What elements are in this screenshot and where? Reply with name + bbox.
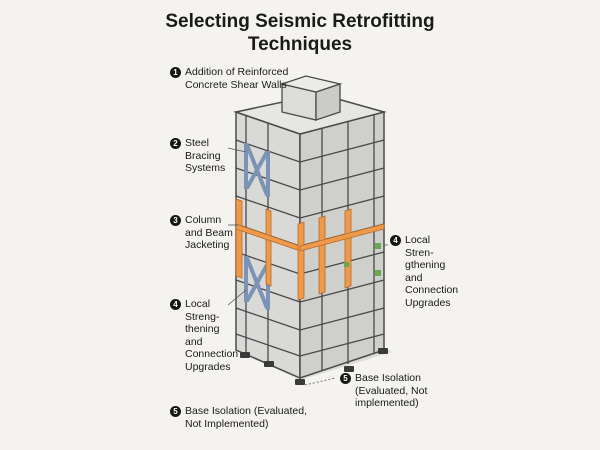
callout-text: Base Isolation (Evaluated, Not implement…	[355, 372, 427, 410]
callout-line: Jacketing	[185, 239, 230, 251]
callout-text: Addition of Reinforced Concrete Shear Wa…	[185, 66, 288, 91]
callout-line: Systems	[185, 162, 226, 174]
connection-upgrades	[344, 243, 381, 276]
callout-shear-walls: 1 Addition of Reinforced Concrete Shear …	[170, 66, 288, 91]
callout-text: Base Isolation (Evaluated, Not Implement…	[185, 405, 307, 430]
isolator-5	[378, 348, 388, 354]
callout-line: Connection	[185, 348, 239, 360]
connection-plate-1	[375, 243, 381, 249]
callout-line: thening	[185, 323, 220, 335]
callout-text: Local Streng- thening and Connection Upg…	[185, 298, 238, 373]
callout-line: Stren-	[405, 246, 434, 259]
callout-jacketing: 3 Column and Beam Jacketing	[170, 214, 233, 252]
callout-steel-bracing: 2 Steel Bracing Systems	[170, 137, 225, 175]
callout-number-badge: 1	[170, 66, 181, 78]
callout-line: Upgrades	[405, 296, 451, 309]
callout-line: Column	[185, 214, 222, 226]
leader-lines	[227, 147, 388, 386]
callout-local-strengthening-right: 4 Local Stren- gthening and Connection U…	[390, 234, 458, 309]
callout-number-badge: 3	[170, 214, 181, 226]
callout-base-isolation-right: 5 Base Isolation (Evaluated, Not impleme…	[340, 372, 427, 410]
callout-line: Upgrades	[185, 360, 231, 373]
callout-number-badge: 2	[170, 137, 181, 149]
jacketing-elements	[235, 198, 385, 301]
callout-line: implemented)	[355, 397, 419, 409]
steel-bracing-upper	[244, 143, 270, 197]
callout-local-strengthening-left: 4 Local Streng- thening and Connection U…	[170, 298, 238, 373]
callout-line: and	[405, 271, 423, 284]
jacket-right-column-b	[318, 215, 326, 295]
title-line-1: Selecting Seismic Retrofitting	[165, 11, 435, 32]
callout-line: Local	[185, 298, 211, 310]
callout-line: gthening	[405, 259, 446, 271]
isolator-4	[344, 366, 354, 372]
jacket-left-column-a	[235, 198, 243, 279]
isolator-1	[240, 352, 250, 358]
connection-plate-3	[344, 262, 349, 267]
isolator-3	[295, 379, 305, 385]
callout-line: Base Isolation	[355, 372, 421, 384]
callout-line: (Evaluated, Not	[355, 384, 428, 397]
callout-line: Streng-	[185, 310, 220, 323]
callout-number-badge: 4	[170, 298, 181, 310]
callout-text: Column and Beam Jacketing	[185, 214, 233, 252]
callout-line: and	[185, 335, 203, 348]
callout-line: Local	[405, 234, 431, 246]
isolator-2	[264, 361, 274, 367]
diagram-title: Selecting Seismic Retrofitting Technique…	[0, 10, 600, 56]
jacket-right-beam	[299, 223, 385, 252]
callout-text: Local Stren- gthening and Connection Upg…	[405, 234, 458, 309]
jacket-left-column-b	[265, 208, 272, 287]
callout-line: Not Implemented)	[185, 417, 269, 430]
callout-base-isolation-left: 5 Base Isolation (Evaluated, Not Impleme…	[170, 405, 307, 430]
callout-line: Addition of Reinforced	[185, 66, 289, 78]
callout-number-badge: 4	[390, 234, 401, 246]
callout-number-badge: 5	[170, 405, 181, 417]
jacket-right-column-a	[297, 221, 305, 301]
jacket-right-column-c	[344, 208, 352, 289]
callout-line: and Beam	[185, 226, 233, 239]
callout-line: Concrete Shear Walls	[185, 78, 287, 91]
callout-text: Steel Bracing Systems	[185, 137, 225, 175]
base-isolators	[240, 348, 388, 385]
title-line-2: Techniques	[247, 34, 353, 55]
callout-number-badge: 5	[340, 372, 351, 384]
roof-box-top	[279, 75, 343, 93]
callout-line: Bracing	[185, 149, 221, 162]
callout-line: Steel	[185, 137, 209, 149]
callout-line: Connection	[405, 284, 459, 296]
connection-plate-2	[375, 270, 381, 276]
callout-line: Base Isolation (Evaluated,	[185, 405, 307, 417]
